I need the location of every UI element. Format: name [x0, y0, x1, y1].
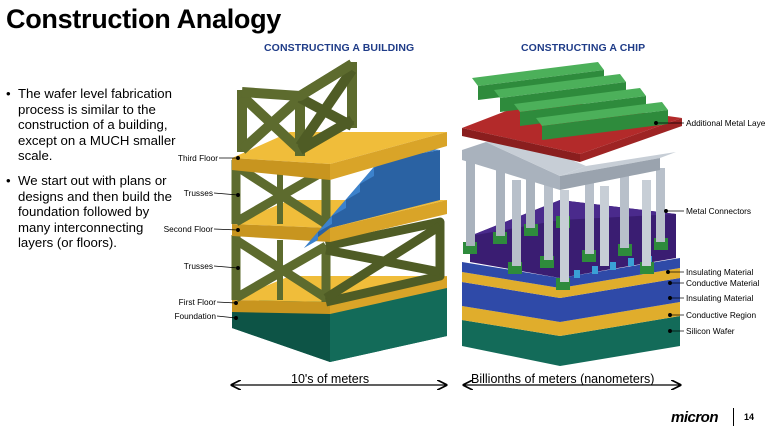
label-silicon-wafer: Silicon Wafer: [686, 326, 735, 336]
label-trusses-lower: Trusses: [183, 261, 213, 271]
label-second-floor: Second Floor: [163, 224, 213, 234]
building-heading: CONSTRUCTING A BUILDING: [264, 42, 415, 54]
label-first-floor: First Floor: [178, 297, 216, 307]
label-insulating-material-1: Insulating Material: [686, 267, 754, 277]
bullet-item: We start out with plans or designs and t…: [6, 173, 178, 251]
chip-silicon-wafer: [462, 316, 680, 366]
page-number: 14: [744, 412, 755, 422]
label-conductive-material: Conductive Material: [686, 278, 760, 288]
chip-metal-bars: [462, 134, 676, 190]
label-metal-connectors: Metal Connectors: [686, 206, 752, 216]
chip-insulating-top: [462, 258, 680, 288]
label-additional-metal: Additional Metal Laye: [686, 118, 766, 128]
chip-insulating-layer: [462, 278, 680, 322]
building-stairs: [304, 146, 440, 248]
building-leader-lines: [213, 156, 240, 320]
chip-illustration: [462, 62, 682, 366]
building-illustration: [231, 59, 447, 362]
building-trusses-lower: [231, 217, 445, 307]
micron-logo: micron: [671, 409, 719, 426]
chip-heading: CONSTRUCTING A CHIP: [521, 42, 646, 54]
chip-conductive-material: [462, 268, 680, 298]
label-foundation: Foundation: [174, 311, 216, 321]
chip-additional-metal-layer: [472, 62, 668, 140]
building-trusses-roof: [237, 59, 357, 156]
label-insulating-material-2: Insulating Material: [686, 293, 754, 303]
building-scale-label: 10's of meters: [291, 372, 370, 386]
chip-metal-connectors: [466, 160, 665, 282]
label-third-floor: Third Floor: [177, 153, 218, 163]
label-conductive-region: Conductive Region: [686, 310, 757, 320]
bullet-list: The wafer level fabrication process is s…: [6, 86, 178, 260]
chip-conductive-region: [462, 302, 680, 336]
label-trusses-upper: Trusses: [183, 188, 213, 198]
footer-divider: [733, 408, 734, 426]
chip-leader-lines: [654, 121, 684, 333]
bullet-item: The wafer level fabrication process is s…: [6, 86, 178, 164]
chip-scale-label: Billionths of meters (nanometers): [471, 372, 655, 386]
slide-title: Construction Analogy: [6, 4, 281, 34]
